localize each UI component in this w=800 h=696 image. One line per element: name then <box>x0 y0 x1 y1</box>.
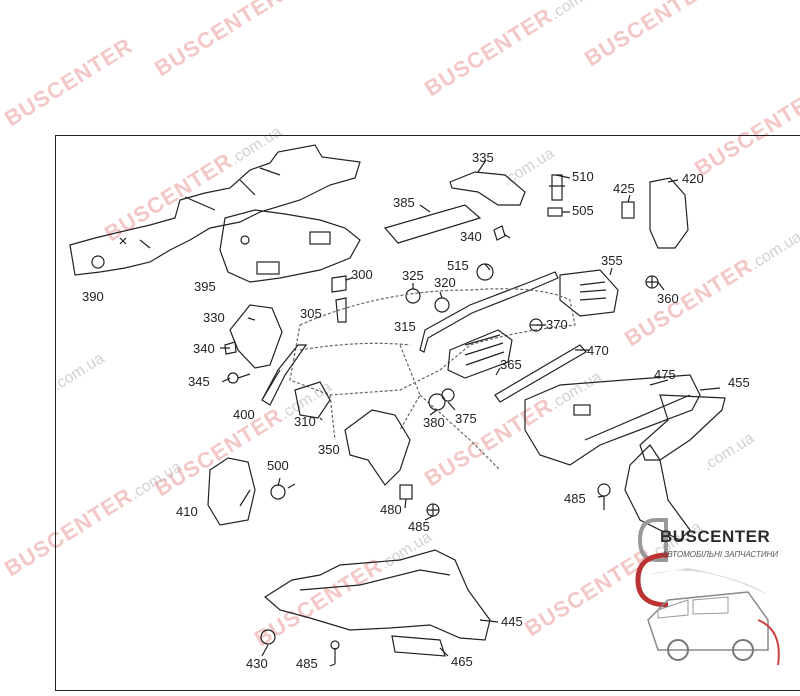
logo-title: BUSCENTER <box>660 527 771 546</box>
glovebox-475 <box>524 374 701 466</box>
callout-345: 345 <box>188 374 210 389</box>
callout-375: 375 <box>455 411 477 426</box>
callout-300: 300 <box>351 267 373 282</box>
callout-465: 465 <box>451 654 473 669</box>
callout-395: 395 <box>194 279 216 294</box>
callout-330: 330 <box>203 310 225 325</box>
vent-355 <box>559 269 619 317</box>
buscenter-logo <box>635 518 780 666</box>
callout-370: 370 <box>546 317 568 332</box>
callout-310: 310 <box>294 414 316 429</box>
callout-400: 400 <box>233 407 255 422</box>
callout-475: 475 <box>654 367 676 382</box>
callout-485-bottom: 485 <box>296 656 318 671</box>
insulation-mat-390 <box>69 144 361 276</box>
cover-335 <box>449 171 526 206</box>
callout-380: 380 <box>423 415 445 430</box>
callout-485-center: 485 <box>408 519 430 534</box>
callout-340: 340 <box>460 229 482 244</box>
cap-410 <box>207 457 256 526</box>
callout-325: 325 <box>402 268 424 283</box>
callout-315: 315 <box>394 319 416 334</box>
callout-365: 365 <box>500 357 522 372</box>
callout-505: 505 <box>572 203 594 218</box>
callout-455: 455 <box>728 375 750 390</box>
callout-390: 390 <box>82 289 104 304</box>
callout-500: 500 <box>267 458 289 473</box>
callout-480: 480 <box>380 502 402 517</box>
callout-385: 385 <box>393 195 415 210</box>
callout-430: 430 <box>246 656 268 671</box>
callout-425: 425 <box>613 181 635 196</box>
lower-cover-445 <box>263 549 491 641</box>
glovebox-frame-455 <box>639 394 726 461</box>
callout-350: 350 <box>318 442 340 457</box>
callout-320: 320 <box>434 275 456 290</box>
insulation-mat-395 <box>219 209 361 283</box>
callout-340-left: 340 <box>193 341 215 356</box>
callout-360: 360 <box>657 291 679 306</box>
logo-subtitle: АВТОМОБІЛЬНІ ЗАПЧАСТИНИ <box>662 550 779 559</box>
cap-420 <box>649 177 689 249</box>
callout-510: 510 <box>572 169 594 184</box>
panel-385 <box>383 204 482 244</box>
callout-355: 355 <box>601 253 623 268</box>
callout-420: 420 <box>682 171 704 186</box>
callout-470: 470 <box>587 343 609 358</box>
callout-485-right: 485 <box>564 491 586 506</box>
diagram-frame <box>55 135 800 691</box>
callout-445: 445 <box>501 614 523 629</box>
callout-305: 305 <box>300 306 322 321</box>
callout-335: 335 <box>472 150 494 165</box>
callout-410: 410 <box>176 504 198 519</box>
bracket-350 <box>344 409 411 486</box>
vent-365 <box>447 329 513 379</box>
vent-330 <box>229 304 283 369</box>
callout-515: 515 <box>447 258 469 273</box>
